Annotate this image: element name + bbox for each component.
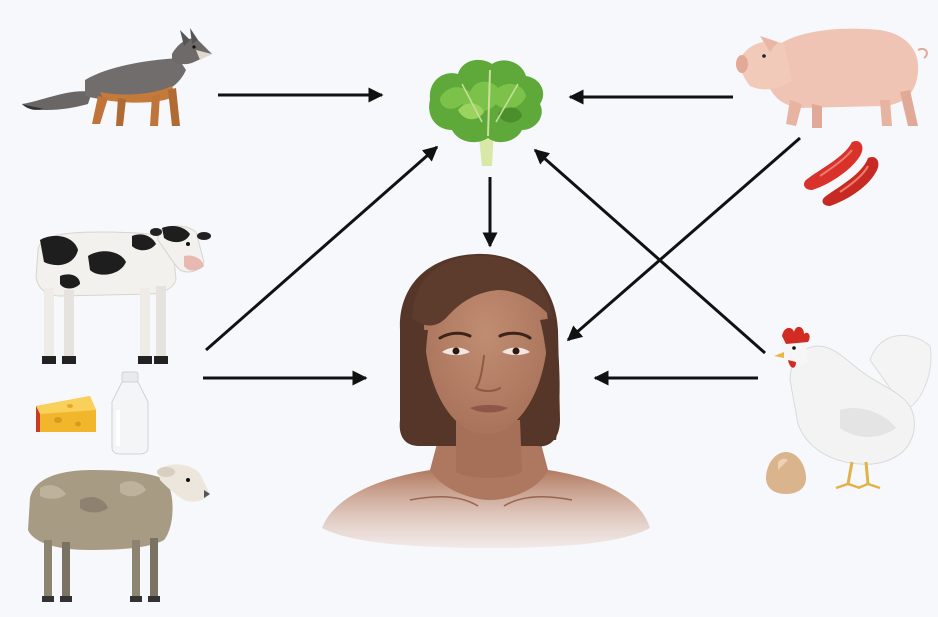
arrow-chicken-to-lettuce <box>535 150 765 353</box>
sausage-icon <box>804 141 878 206</box>
egg-icon <box>766 452 806 494</box>
cheese-icon <box>36 396 96 432</box>
arrow-pig-to-human <box>568 138 800 340</box>
woman-portrait <box>322 254 650 548</box>
fox-icon <box>22 28 212 126</box>
lettuce-icon <box>429 60 543 166</box>
cow-icon <box>36 226 211 364</box>
sheep-icon <box>28 464 210 602</box>
milk-bottle-icon <box>112 372 148 454</box>
pig-icon <box>736 29 927 128</box>
